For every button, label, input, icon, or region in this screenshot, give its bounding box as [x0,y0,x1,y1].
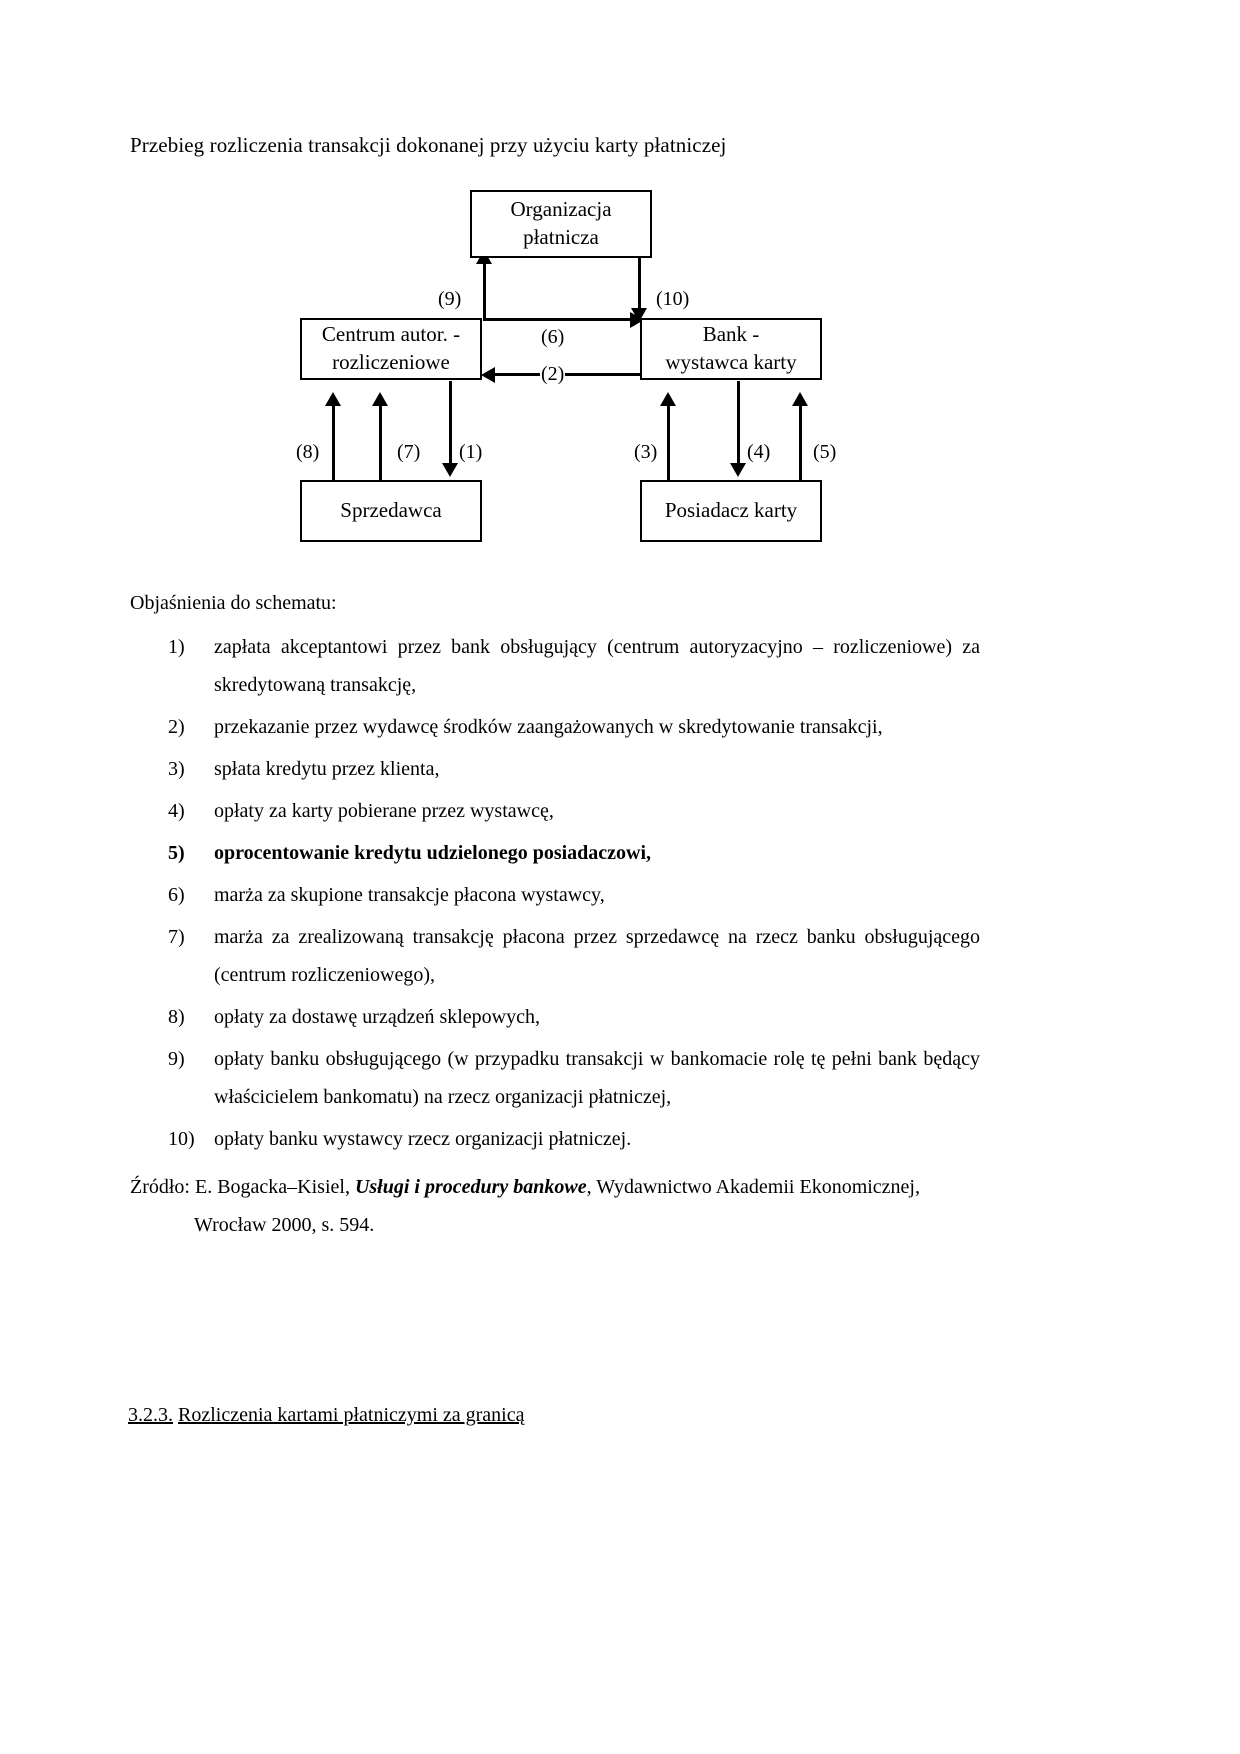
node-posiadacz-karty: Posiadacz karty [640,480,822,542]
line-7-vertical [379,404,382,482]
section-heading-text: Rozliczenia kartami płatniczymi za grani… [178,1404,525,1426]
list-item-text: marża za zrealizowaną transakcję płacona… [214,926,980,986]
line-6-horizontal [483,318,645,321]
list-item-text: opłaty banku obsługującego (w przypadku … [214,1048,980,1108]
flow-label-9: (9) [437,288,463,311]
page-title: Przebieg rozliczenia transakcji dokonane… [130,133,727,157]
list-item-number: 7) [168,926,185,948]
line-3-vertical [667,404,670,482]
line-1-vertical [449,381,452,465]
arrowhead-4-down [730,463,746,477]
arrowhead-7-up [372,392,388,406]
section-heading: 3.2.3. Rozliczenia kartami płatniczymi z… [128,1404,525,1427]
list-item: 3) spłata kredytu przez klienta, [168,750,980,788]
source-citation: Źródło: E. Bogacka–Kisiel, Usługi i proc… [130,1168,980,1244]
list-item: 10) opłaty banku wystawcy rzecz organizac… [168,1120,980,1158]
node-bank-line1: Bank - [702,322,760,347]
list-item-number: 5) [168,842,185,864]
flow-label-5: (5) [812,441,838,464]
source-line1: Źródło: E. Bogacka–Kisiel, Usługi i proc… [130,1176,920,1198]
list-item: 1) zapłata akceptantowi przez bank obsług… [168,628,980,704]
list-item-text: oprocentowanie kredytu udzielonego posia… [214,842,652,864]
arrowhead-1-down [442,463,458,477]
node-sprzedawca: Sprzedawca [300,480,482,542]
list-item-number: 10) [168,1128,195,1150]
line-2-horizontal [492,373,644,376]
arrowhead-8-up [325,392,341,406]
list-item-text: opłaty za karty pobierane przez wystawcę… [214,800,554,822]
list-item-text: spłata kredytu przez klienta, [214,758,440,780]
line-8-vertical [332,404,335,482]
flow-label-1: (1) [458,441,484,464]
line-5-vertical [799,404,802,482]
source-title-italic: Usługi i procedury bankowe [354,1176,587,1198]
list-item-number: 1) [168,636,185,658]
flow-label-8: (8) [295,441,321,464]
list-item-text: opłaty banku wystawcy rzecz organizacji … [214,1128,632,1150]
arrowhead-3-up [660,392,676,406]
line-9-vertical [483,262,486,320]
node-organizacja-line2: płatnicza [523,225,599,249]
list-item: 2) przekazanie przez wydawcę środków zaan… [168,708,980,746]
list-item: 7) marża za zrealizowaną transakcję płaco… [168,918,980,994]
node-centrum-autoryzacyjno-rozliczeniowe: Centrum autor. - rozliczeniowe [300,318,482,380]
list-item-number: 9) [168,1048,185,1070]
list-item-number: 4) [168,800,185,822]
section-number: 3.2.3. [128,1404,173,1426]
flow-label-3: (3) [633,441,659,464]
node-bank-wystawca-karty: Bank - wystawca karty [640,318,822,380]
list-item-text: zapłata akceptantowi przez bank obsługuj… [214,636,980,696]
node-sprzedawca-line1: Sprzedawca [340,498,442,523]
flow-label-2: (2) [540,363,566,386]
list-item-number: 8) [168,1006,185,1028]
list-item: 9) opłaty banku obsługującego (w przypadk… [168,1040,980,1116]
list-item: 8) opłaty za dostawę urządzeń sklepowych, [168,998,980,1036]
source-suffix: , Wydawnictwo Akademii Ekonomicznej, [586,1176,920,1198]
list-item: 4) opłaty za karty pobierane przez wystaw… [168,792,980,830]
arrowhead-5-up [792,392,808,406]
line-4-vertical [737,381,740,465]
source-line2: Wrocław 2000, s. 594. [194,1214,375,1236]
list-item-number: 2) [168,716,185,738]
node-organizacja-platnicza: Organizacja płatnicza [470,190,652,258]
line-10-vertical [638,258,641,314]
list-item-text: marża za skupione transakcje płacona wys… [214,884,605,906]
list-item-number: 6) [168,884,185,906]
list-item: 5) oprocentowanie kredytu udzielonego pos… [168,834,980,872]
list-item-text: przekazanie przez wydawcę środków zaanga… [214,716,883,738]
list-item-text: opłaty za dostawę urządzeń sklepowych, [214,1006,540,1028]
flow-label-7: (7) [396,441,422,464]
list-item-number: 3) [168,758,185,780]
flow-label-4: (4) [746,441,772,464]
explanations-lead: Objaśnienia do schematu: [130,592,337,614]
node-centrum-line1: Centrum autor. - [321,322,461,347]
source-prefix: Źródło: E. Bogacka–Kisiel, [130,1176,355,1198]
transaction-flow-diagram: Organizacja płatnicza Centrum autor. - r… [0,0,1240,580]
flow-label-10: (10) [655,288,691,311]
list-item: 6) marża za skupione transakcje płacona w… [168,876,980,914]
flow-label-6: (6) [540,326,566,349]
explanations-list: 1) zapłata akceptantowi przez bank obsług… [168,628,980,1162]
node-centrum-line2: rozliczeniowe [332,350,450,374]
arrowhead-2-left [481,367,495,383]
node-bank-line2: wystawca karty [665,350,797,374]
node-organizacja-line1: Organizacja [510,197,612,222]
node-posiadacz-line1: Posiadacz karty [664,498,798,523]
